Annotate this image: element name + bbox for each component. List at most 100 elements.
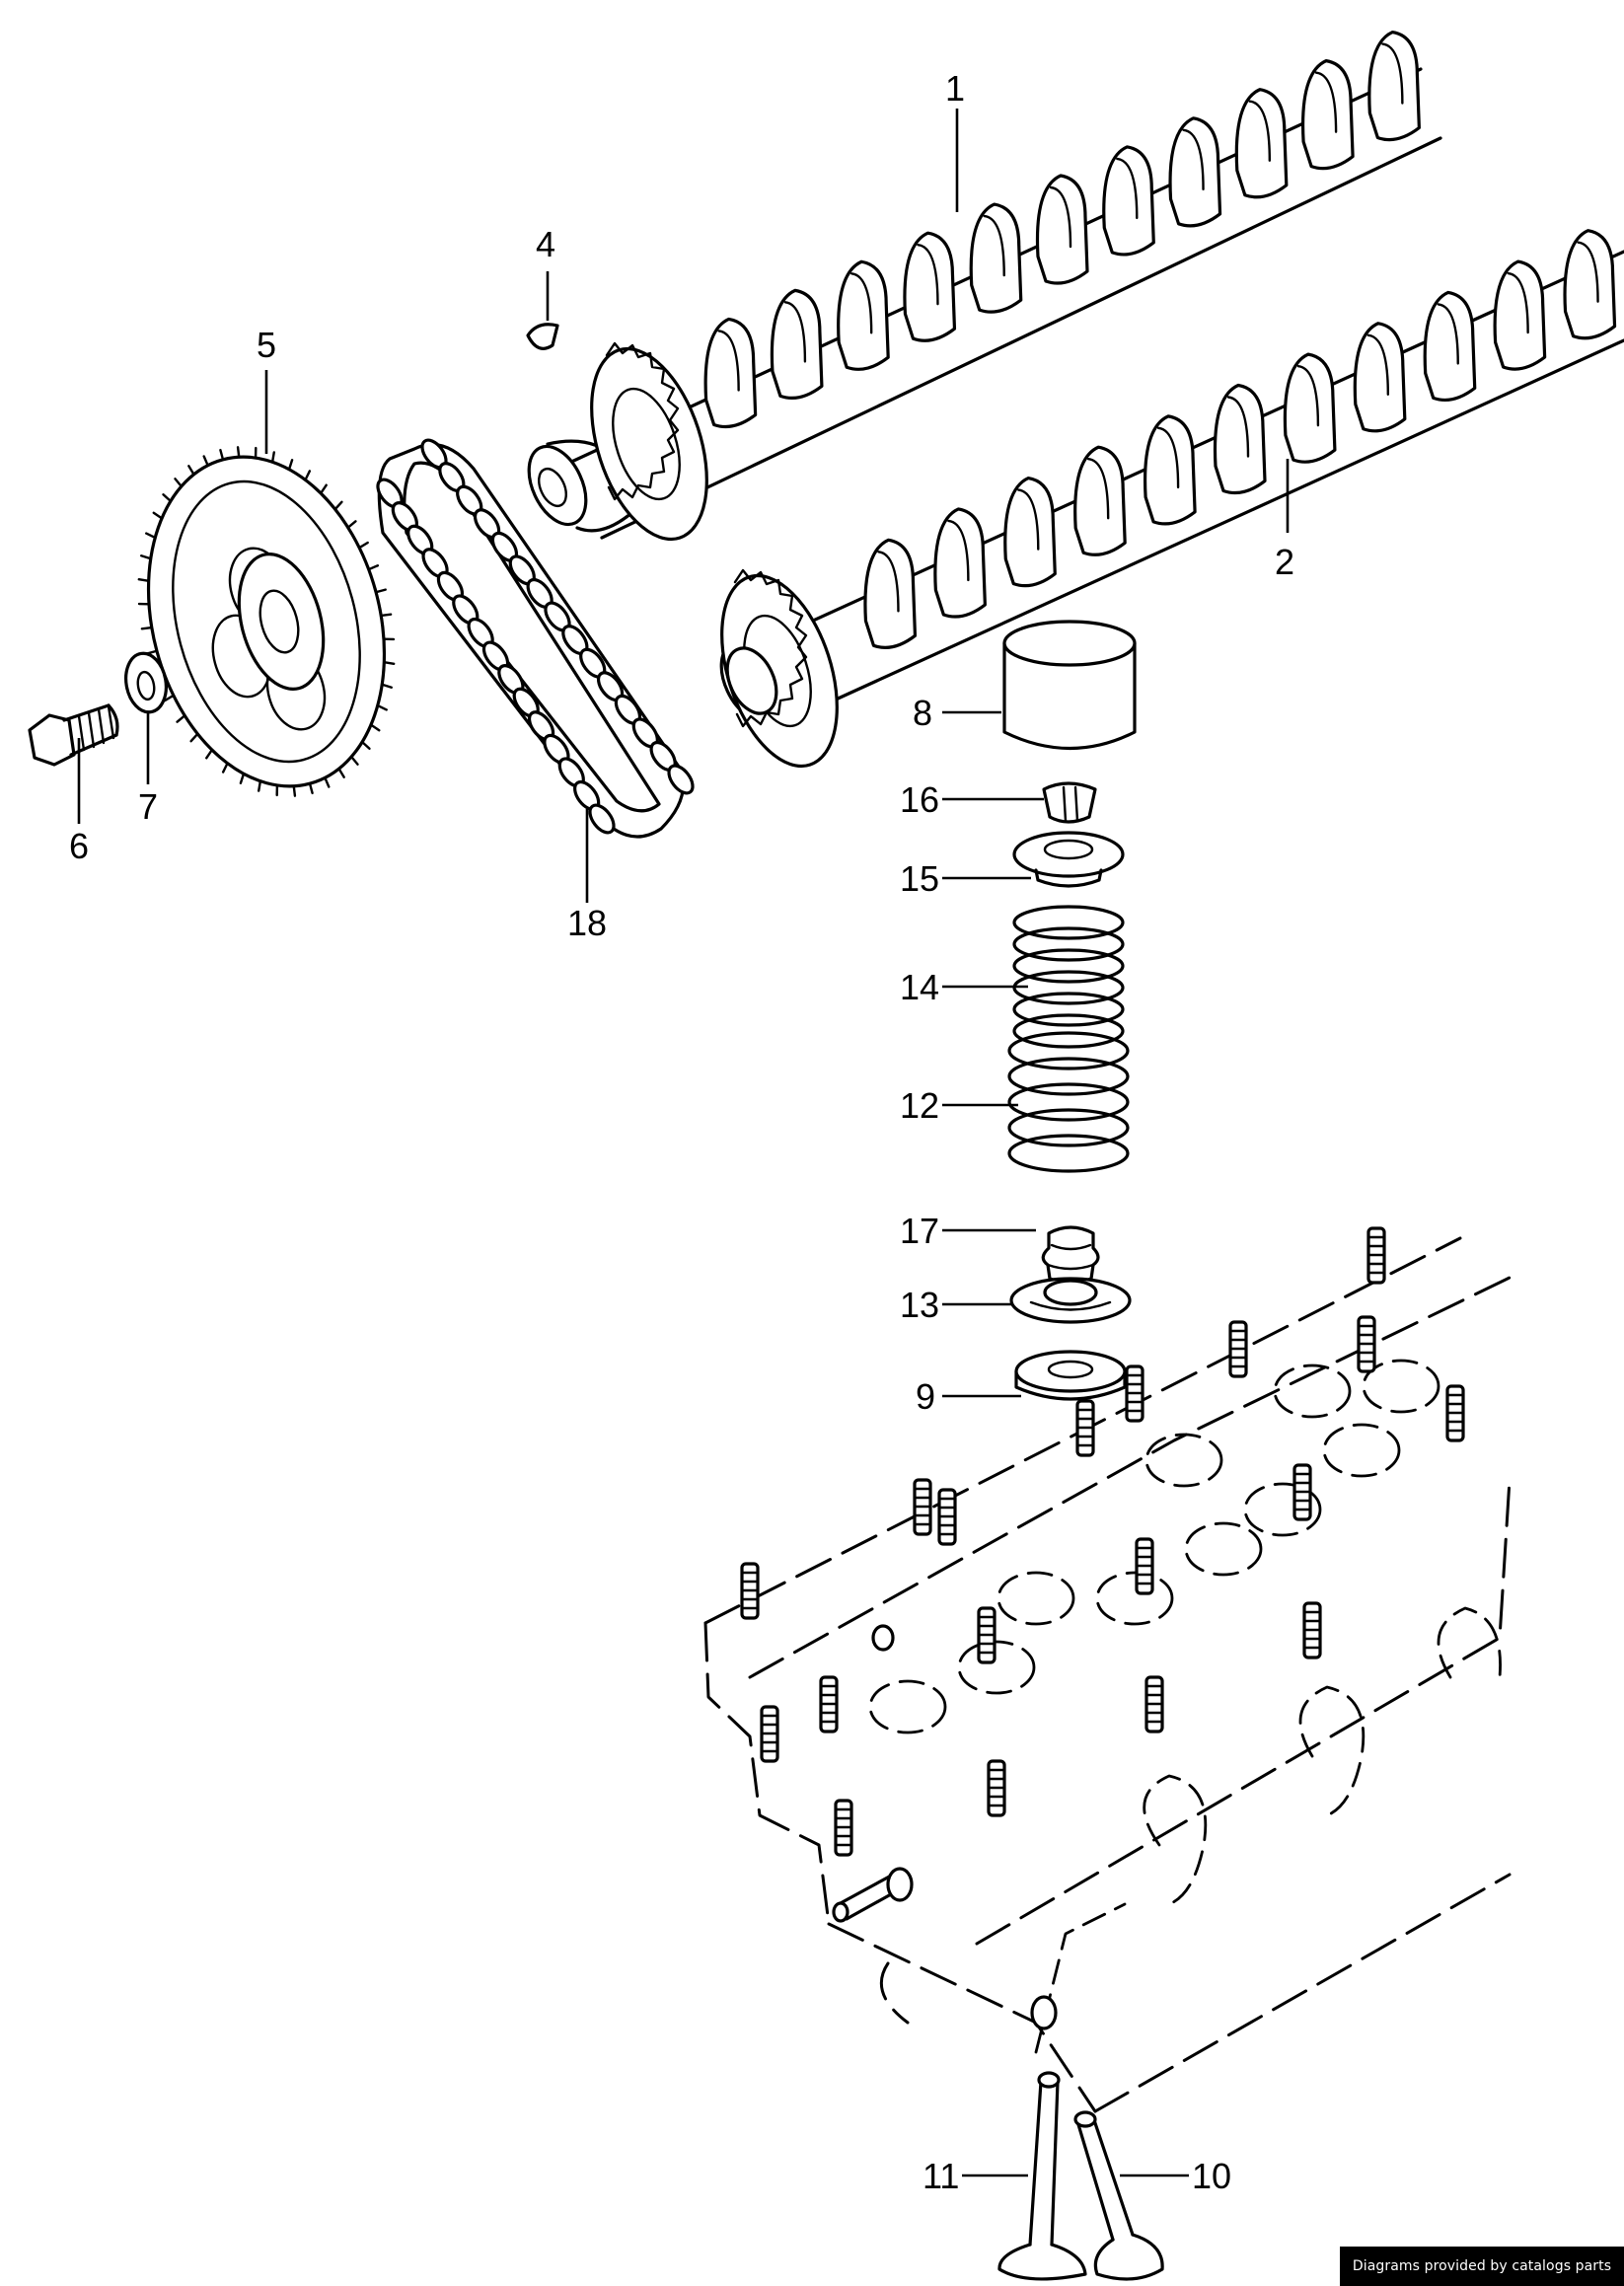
cam-lobe-edge	[1437, 303, 1459, 365]
combustion-chamber	[957, 1640, 1036, 1695]
cam-lobe	[837, 259, 890, 371]
sprocket-tooth	[176, 714, 186, 723]
sprocket-tooth	[381, 683, 393, 689]
timing-chain[interactable]	[373, 436, 698, 839]
spring-coil	[1012, 926, 1125, 962]
cam-lobe-edge	[1086, 458, 1110, 520]
sprocket-tooth	[360, 740, 371, 750]
cam-lobe-edge	[1182, 128, 1205, 191]
combustion-chamber	[1273, 1364, 1352, 1419]
spring-coil	[1007, 1057, 1130, 1096]
sprocket-tooth	[236, 446, 241, 459]
sprocket-tooth	[319, 483, 328, 495]
callout-9: 9	[916, 1376, 935, 1417]
cam-lobe-edge	[1156, 426, 1180, 489]
sprocket-tooth	[380, 613, 393, 618]
sprocket-tooth	[152, 511, 164, 520]
sprocket-tooth	[189, 732, 199, 743]
sprocket-tooth	[337, 767, 345, 778]
callout-1: 1	[945, 68, 965, 109]
spring-coil	[1012, 905, 1125, 940]
sprocket-tooth	[145, 532, 157, 540]
sprocket-tooth	[205, 748, 214, 760]
callout-16: 16	[900, 779, 939, 820]
washer[interactable]	[121, 650, 171, 715]
outer-valve-spring[interactable]	[1007, 1031, 1130, 1173]
cam-lobe-edge	[717, 330, 740, 392]
leader-lines	[77, 109, 1290, 2177]
callout-4: 4	[536, 224, 555, 264]
spring-retainer[interactable]	[1012, 831, 1125, 888]
cam-lobe-edge	[1248, 100, 1272, 162]
woodruff-key[interactable]	[526, 323, 559, 350]
sprocket-tooth	[357, 541, 369, 550]
callout-15: 15	[900, 858, 939, 899]
cam-lobe	[969, 202, 1023, 314]
callout-2: 2	[1275, 542, 1294, 582]
sprocket-tooth	[221, 762, 229, 774]
spring-seat-washer[interactable]	[1014, 1350, 1127, 1401]
cam-lobe-edge	[983, 214, 1005, 277]
cam-lobe	[1283, 352, 1337, 464]
cam-lobe	[903, 231, 957, 342]
spring-coil	[1012, 948, 1125, 984]
cam-lobe	[933, 507, 987, 619]
lower-spring-seat[interactable]	[1009, 1277, 1132, 1324]
cam-lobe-edge	[1366, 333, 1390, 396]
sprocket-tooth	[140, 554, 152, 560]
cam-lobe	[863, 538, 918, 649]
combustion-chamber	[1095, 1571, 1174, 1626]
cam-lobe-edge	[1507, 271, 1529, 334]
sprocket-tooth	[270, 451, 275, 464]
cam-lobe	[703, 317, 758, 429]
spring-coil	[1007, 1082, 1130, 1122]
cam-lobe-edge	[1314, 71, 1338, 133]
spring-coil	[1007, 1108, 1130, 1147]
sprocket-tooth	[374, 588, 387, 594]
sprocket-tooth	[219, 448, 225, 461]
camshaft-lower[interactable]	[701, 229, 1624, 780]
sprocket-tooth	[346, 520, 357, 529]
cam-lobe	[1353, 322, 1407, 433]
sprocket-tooth	[383, 660, 396, 665]
cam-lobe-edge	[783, 301, 807, 363]
cam-lobe-edge	[1577, 241, 1599, 303]
sprocket-tooth	[367, 564, 380, 571]
cam-lobe	[1563, 229, 1617, 340]
combustion-chamber	[868, 1679, 947, 1734]
cam-lobe-edge	[1381, 42, 1404, 105]
combustion-chamber	[1362, 1359, 1440, 1414]
callout-7: 7	[138, 786, 158, 827]
cylinder-head[interactable]	[703, 1226, 1512, 2113]
camshaft-upper[interactable]	[518, 30, 1442, 554]
sprocket-tooth	[304, 470, 312, 481]
valve-cotter[interactable]	[1042, 781, 1097, 824]
cam-lobe-edge	[917, 243, 939, 306]
callout-5: 5	[257, 325, 276, 365]
valve-left[interactable]	[997, 2071, 1087, 2281]
camshaft-sprocket[interactable]	[113, 430, 419, 813]
cam-lobe	[1073, 445, 1127, 556]
cam-lobe	[1102, 145, 1155, 257]
sprocket-tooth	[292, 784, 297, 797]
sprocket-tooth	[140, 626, 153, 630]
sprocket-tooth	[308, 782, 314, 795]
callout-6: 6	[69, 826, 89, 866]
spring-coil	[1012, 992, 1125, 1027]
inner-valve-spring[interactable]	[1012, 905, 1125, 1049]
cam-lobe	[1035, 174, 1089, 285]
cam-lobe-edge	[1017, 488, 1040, 551]
valve-stem-seal[interactable]	[1041, 1225, 1100, 1285]
callout-10: 10	[1192, 2156, 1231, 2196]
valve-right[interactable]	[1073, 2110, 1164, 2281]
bucket-tappet[interactable]	[1002, 620, 1137, 751]
spring-coil	[1007, 1134, 1130, 1173]
cam-lobe-edge	[877, 551, 900, 613]
callout-14: 14	[900, 967, 939, 1007]
cam-lobe	[1213, 383, 1267, 495]
cam-lobe	[1493, 259, 1547, 371]
bolt[interactable]	[28, 703, 119, 767]
callout-12: 12	[900, 1085, 939, 1126]
cam-lobe	[770, 288, 824, 400]
chain-link	[667, 764, 695, 795]
